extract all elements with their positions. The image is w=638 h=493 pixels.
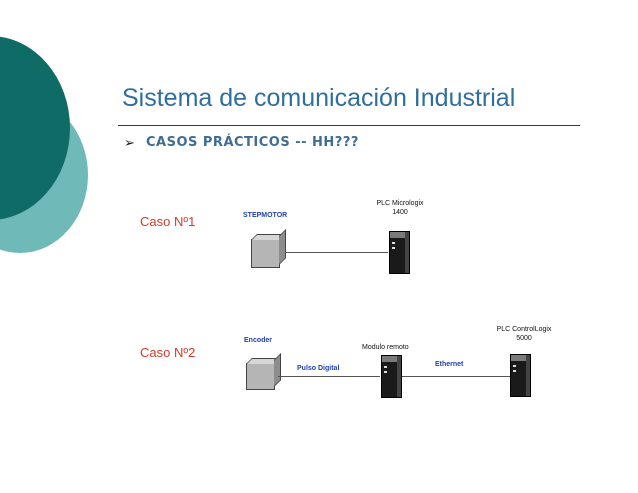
plc-micrologix-icon xyxy=(389,231,410,274)
plc-micrologix-label: PLC Micrologix 1400 xyxy=(360,199,440,217)
plc-micrologix-model: 1400 xyxy=(392,209,408,216)
modulo-remoto-label: Modulo remoto xyxy=(362,344,409,351)
case2-link2-line xyxy=(402,376,510,377)
dark-teal-shape xyxy=(0,36,70,220)
modulo-remoto-icon xyxy=(381,355,402,398)
stepmotor-box xyxy=(251,239,280,268)
encoder-box xyxy=(246,363,275,390)
plc-controllogix-name: PLC ControlLogix xyxy=(496,326,552,333)
case2-label: Caso Nº2 xyxy=(140,345,196,360)
plc-controllogix-model: 5000 xyxy=(516,335,532,342)
decorative-shapes xyxy=(0,36,88,253)
title-divider xyxy=(118,125,580,126)
stepmotor-label: STEPMOTOR xyxy=(243,212,288,219)
slide-subtitle: CASOS PRÁCTICOS -- HH??? xyxy=(146,135,359,150)
plc-micrologix-name: PLC Micrologix xyxy=(376,200,424,207)
case2-link1-line xyxy=(278,376,380,377)
case1-label: Caso Nº1 xyxy=(140,214,196,229)
pulso-digital-label: Pulso Digital xyxy=(297,365,340,372)
arrow-bullet-icon: ➢ xyxy=(124,136,135,151)
case1-connection-line xyxy=(285,252,388,253)
plc-controllogix-icon xyxy=(510,354,531,397)
encoder-label: Encoder xyxy=(244,337,273,344)
slide-title: Sistema de comunicación Industrial xyxy=(122,84,516,112)
plc-controllogix-label: PLC ControlLogix 5000 xyxy=(484,325,564,343)
ethernet-label: Ethernet xyxy=(435,361,464,368)
